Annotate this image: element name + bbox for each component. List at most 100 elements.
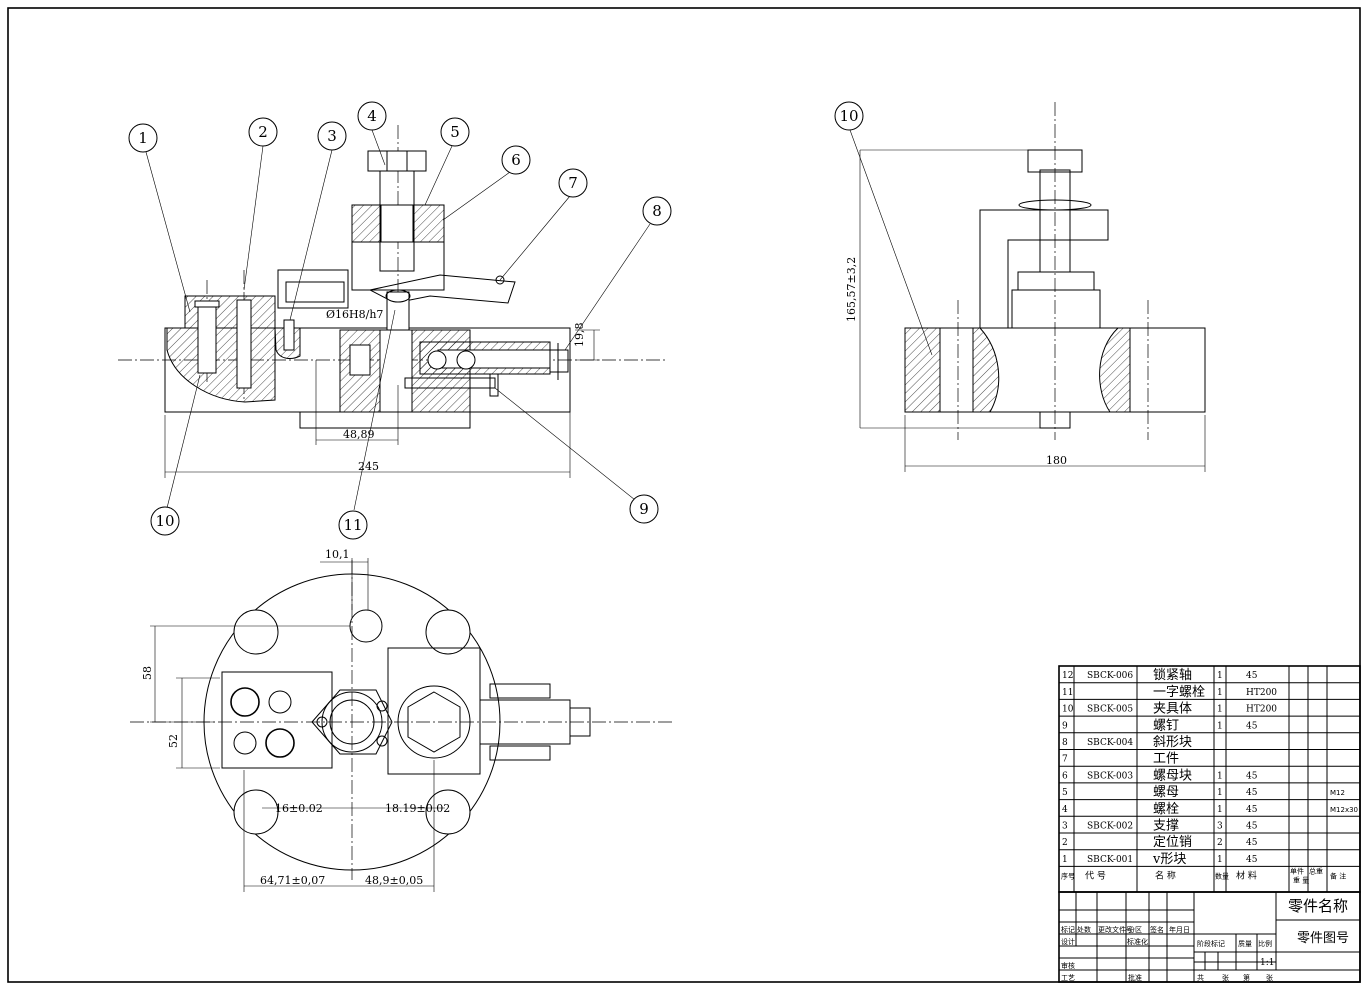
- bom-material: 45: [1246, 838, 1258, 848]
- tb-total: 共: [1197, 973, 1204, 982]
- bom-material: 45: [1246, 771, 1258, 781]
- balloon-6-label: 6: [511, 151, 521, 169]
- bom-qty: 1: [1217, 721, 1223, 731]
- dim-180: 180: [1046, 454, 1067, 467]
- balloon-9-label: 9: [639, 500, 649, 518]
- bom-name: 工件: [1153, 752, 1179, 767]
- balloon-4-label: 4: [367, 107, 377, 125]
- tb-process: 工艺: [1061, 974, 1075, 982]
- balloon-8-label: 8: [652, 202, 662, 220]
- bom-material: HT200: [1246, 688, 1277, 698]
- dim-10-1: 10,1: [325, 548, 350, 561]
- side-view: [904, 102, 1206, 440]
- tb-sheet2: 张: [1266, 973, 1273, 982]
- bom-code: SBCK-002: [1087, 822, 1133, 832]
- bom-header-note: 备 注: [1330, 871, 1346, 880]
- bom-no: 5: [1062, 788, 1068, 798]
- tb-review: 审核: [1061, 961, 1075, 970]
- bom-no: 3: [1062, 822, 1068, 832]
- top-dimensions: 10,1 58 52 16±0.02 18.19±0.02 64,71±0,07…: [141, 548, 450, 892]
- balloon-8: [642, 196, 672, 226]
- balloon-6: [501, 145, 531, 175]
- balloon-7: [558, 168, 588, 198]
- bom-no: 10: [1062, 705, 1074, 715]
- bom-qty: 2: [1217, 838, 1223, 848]
- balloon-7-label: 7: [568, 174, 578, 192]
- tb-scale: 1:1: [1260, 958, 1274, 968]
- balloon-10: [150, 506, 180, 536]
- balloon-1-label: 1: [138, 129, 148, 147]
- bom-qty: 1: [1217, 671, 1223, 681]
- balloon-group: 1 2 3 4 5 6 7 8 9 10 11 10: [128, 101, 864, 540]
- tb-zone: 分区: [1128, 925, 1142, 934]
- bom-material: 45: [1246, 788, 1258, 798]
- bom-name: 锁紧轴: [1153, 667, 1192, 683]
- bom-no: 12: [1062, 671, 1073, 681]
- balloon-10-label: 10: [155, 512, 174, 530]
- part-number: 零件图号: [1297, 931, 1349, 946]
- tb-stage: 阶段标记: [1197, 939, 1225, 948]
- bom-code: SBCK-005: [1087, 705, 1133, 715]
- balloon-3: [317, 121, 347, 151]
- bom-table: [1058, 665, 1361, 893]
- bom-header-weight: 重 量: [1293, 876, 1309, 884]
- tb-design: 设计: [1061, 937, 1075, 946]
- bom-name: 夹具体: [1153, 702, 1192, 717]
- balloon-5: [440, 117, 470, 147]
- balloon-2-label: 2: [258, 123, 268, 141]
- bom-name: 螺钉: [1153, 718, 1179, 733]
- balloon-11: [338, 510, 368, 540]
- bom-name: 支撑: [1153, 819, 1179, 834]
- balloon-3-label: 3: [327, 127, 337, 145]
- balloon-side-10-label: 10: [839, 107, 858, 125]
- top-view: [130, 560, 675, 880]
- dim-64-71: 64,71±0,07: [260, 874, 325, 887]
- front-dimensions: 245 48,89 19,8 Ø16H8/h7: [164, 308, 600, 478]
- balloon-11-label: 11: [343, 516, 362, 534]
- bom-name: 定位销: [1153, 835, 1192, 850]
- bom-no: 4: [1062, 805, 1068, 815]
- bom-material: 45: [1246, 671, 1258, 681]
- bom-qty: 3: [1217, 822, 1223, 832]
- tb-change-doc: 更改文件号: [1098, 925, 1133, 934]
- bom-code: SBCK-001: [1087, 855, 1133, 865]
- bom-note: M12x30: [1330, 806, 1358, 814]
- bom-no: 9: [1062, 721, 1068, 731]
- balloon-side-10: [834, 101, 864, 131]
- bom-qty: 1: [1217, 805, 1223, 815]
- side-dimensions: 165,57±3,2 180: [845, 149, 1206, 472]
- balloon-4: [357, 101, 387, 131]
- bom-qty: 1: [1217, 788, 1223, 798]
- bom-qty: 1: [1217, 688, 1223, 698]
- bom-no: 2: [1062, 838, 1068, 848]
- bom-material: 45: [1246, 721, 1258, 731]
- part-name: 零件名称: [1288, 897, 1348, 915]
- bom-name: 螺栓: [1153, 802, 1179, 817]
- dim-16: 16±0.02: [275, 802, 323, 815]
- bom-material: 45: [1246, 805, 1258, 815]
- bom-name: 螺母块: [1153, 768, 1192, 783]
- bom-header-code: 代 号: [1085, 870, 1106, 881]
- tb-approve: 批准: [1128, 973, 1142, 982]
- bom-header-material: 材 料: [1236, 869, 1257, 881]
- bom-code: SBCK-006: [1087, 671, 1133, 681]
- bom-qty: 1: [1217, 855, 1223, 865]
- title-block: 零件名称 零件图号 标记 处数 更改文件号 分区 签名 年月日 设计 标准化 审…: [1058, 891, 1361, 983]
- dim-fit: Ø16H8/h7: [326, 308, 383, 321]
- bom-name: 斜形块: [1153, 735, 1192, 750]
- bom-header-name: 名 称: [1155, 869, 1176, 881]
- tb-nth: 第: [1243, 973, 1250, 982]
- dim-19-8: 19,8: [573, 323, 586, 348]
- bom-no: 11: [1062, 688, 1073, 698]
- bom-material: 45: [1246, 855, 1258, 865]
- tb-sign: 签名: [1150, 925, 1164, 934]
- bom-name: 一字螺栓: [1153, 685, 1205, 700]
- bom-material: 45: [1246, 822, 1258, 832]
- front-view: [118, 125, 668, 429]
- tb-date: 年月日: [1169, 925, 1190, 934]
- tb-sheets: 张: [1222, 973, 1229, 982]
- bom-note: M12: [1330, 789, 1345, 797]
- dim-48-89: 48,89: [343, 428, 375, 441]
- balloon-leaders: [145, 129, 933, 511]
